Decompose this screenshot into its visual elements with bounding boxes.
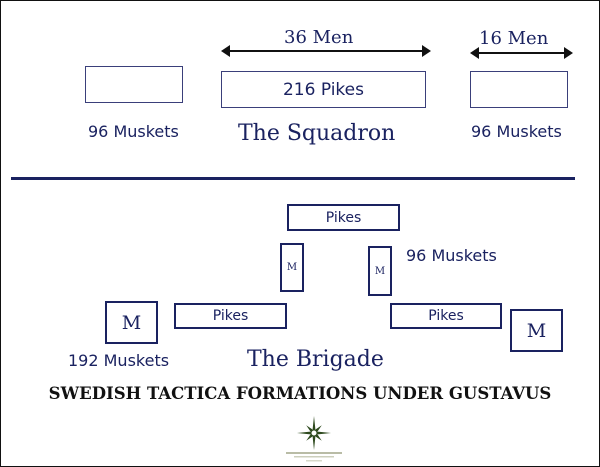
small-m-left-label: M <box>286 262 298 273</box>
top-pike-label: Pikes <box>325 209 362 226</box>
big-m-left-label: M <box>121 311 142 334</box>
compass-star-point <box>312 433 316 450</box>
brigade-title: The Brigade <box>247 347 384 372</box>
compass-star-point <box>297 431 314 435</box>
squadron-title: The Squadron <box>238 121 396 146</box>
compass-star-point <box>314 431 331 435</box>
width-arrow <box>221 45 431 57</box>
width-label: 36 Men <box>284 27 354 48</box>
section-divider <box>11 177 575 180</box>
left-pike-label: Pikes <box>212 308 249 324</box>
compass-star-point <box>312 416 316 433</box>
pike-block-label: 216 Pikes <box>282 79 364 100</box>
small-m-right-label: M <box>374 265 386 277</box>
big-musket-block-left: M <box>105 301 158 344</box>
top-pike-block: Pikes <box>287 204 400 231</box>
big-m-right-label: M <box>526 319 547 342</box>
compass-star-center <box>310 429 318 437</box>
big-musket-block-right: M <box>510 309 563 352</box>
left-musket-block <box>85 66 183 103</box>
pike-block: 216 Pikes <box>221 71 426 108</box>
depth-arrow <box>470 47 573 59</box>
brigade-muskets-right-label: 96 Muskets <box>406 246 497 265</box>
diagram-caption: SWEDISH TACTICA FORMATIONS UNDER GUSTAVU… <box>48 384 552 403</box>
right-muskets-label: 96 Muskets <box>471 122 562 141</box>
right-musket-block <box>470 71 568 108</box>
left-muskets-label: 96 Muskets <box>88 122 179 141</box>
right-pike-label: Pikes <box>428 308 464 324</box>
left-pike-block: Pikes <box>174 303 287 329</box>
depth-label: 16 Men <box>479 28 549 49</box>
compass-star-icon <box>272 414 356 466</box>
right-pike-block: Pikes <box>390 303 502 329</box>
brigade-muskets-left-label: 192 Muskets <box>68 351 170 370</box>
small-musket-block-right: M <box>368 246 392 296</box>
small-musket-block-left: M <box>280 243 304 292</box>
